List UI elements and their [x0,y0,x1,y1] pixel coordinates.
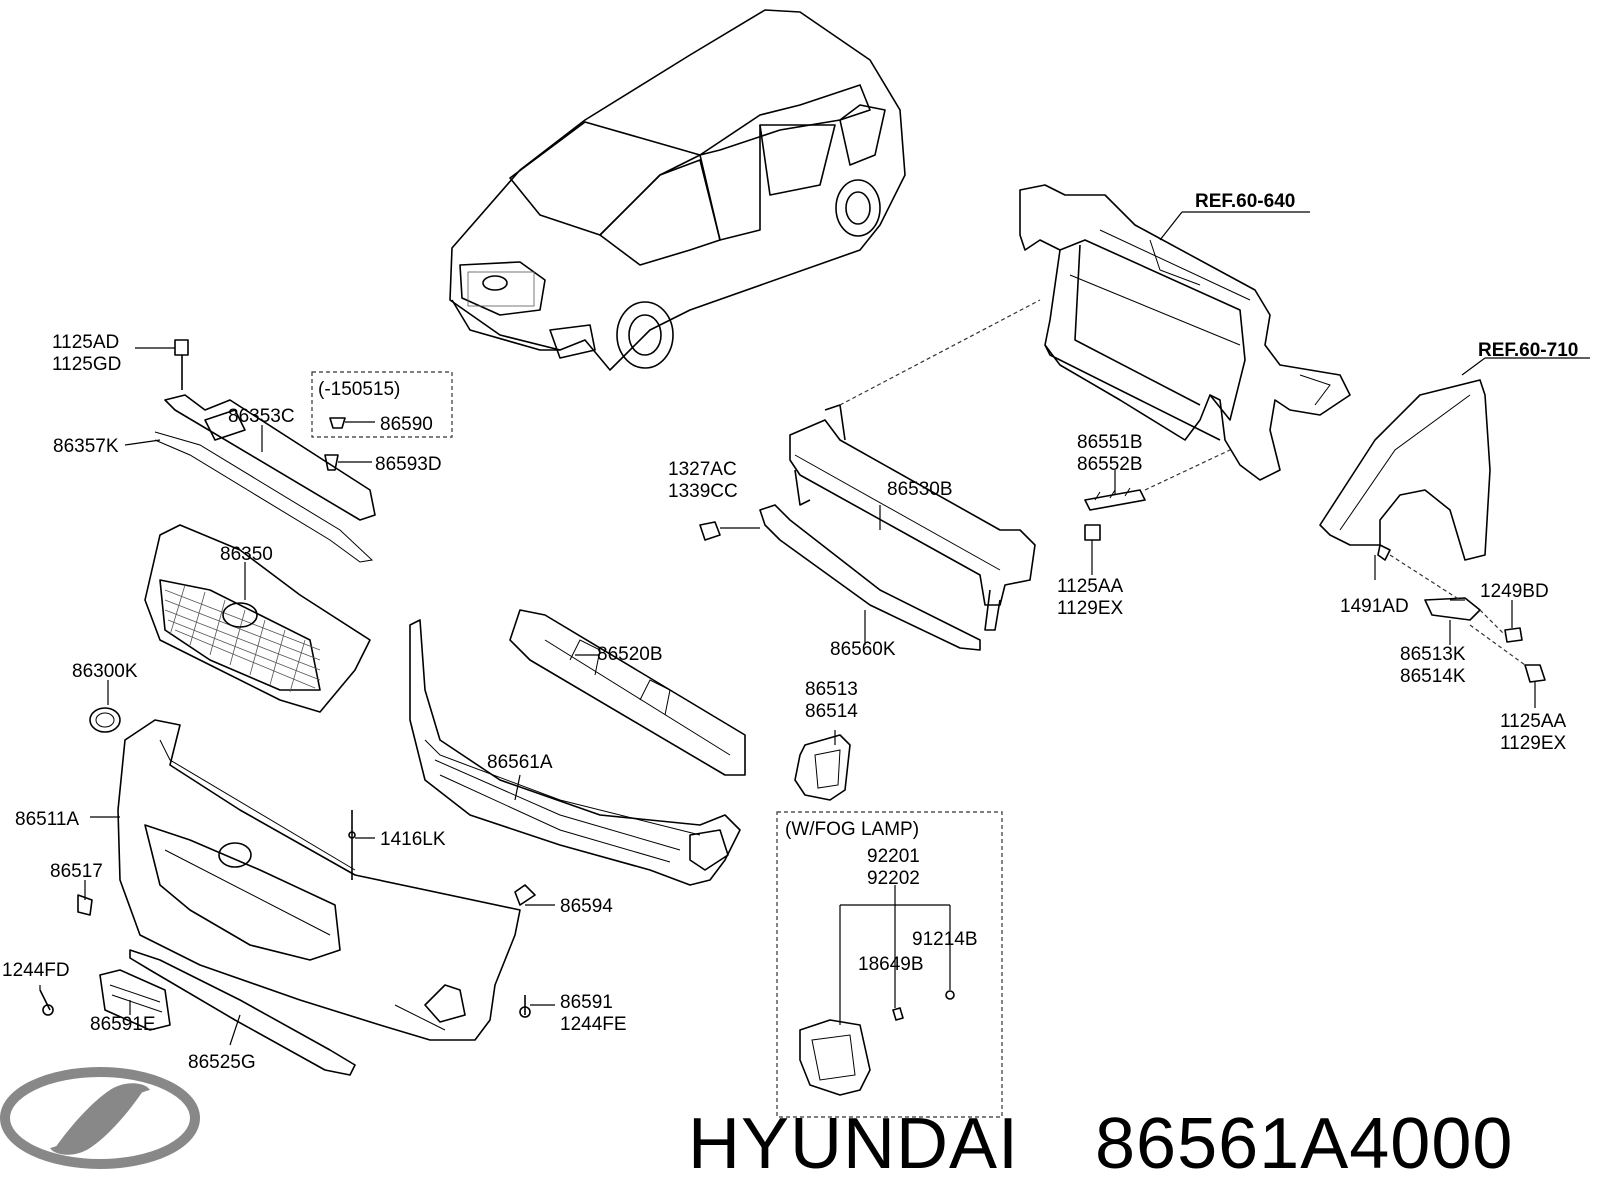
label-1129EX-lower: 1129EX [1500,733,1567,754]
label-1339CC: 1339CC [668,481,738,502]
label-86350: 86350 [220,544,273,565]
label-86513K: 86513K [1400,644,1466,665]
leader-lines [39,299,1536,1046]
fender [1319,357,1590,561]
label-1125AA-lower: 1125AA [1500,711,1567,732]
hyundai-logo-icon [0,1067,200,1169]
fog-lamp-box [776,811,1003,1118]
label-92201: 92201 [867,846,920,867]
label-1125AD: 1125AD [52,332,119,353]
label-86590: 86590 [380,414,433,435]
fender-bracket [1424,597,1481,621]
radiator-grille [144,524,371,713]
label-91214B: 91214B [912,929,978,950]
label-86561A: 86561A [487,752,553,773]
label-86530B: 86530B [887,479,953,500]
part-number: 86561A4000 [1095,1104,1513,1184]
label-1244FE: 1244FE [560,1014,627,1035]
label-1125GD: 1125GD [52,354,121,375]
label-86357K: 86357K [53,436,119,457]
fasteners [39,339,1546,1018]
radiator-support [1019,184,1351,481]
emblem [89,707,121,733]
label-86551B: 86551B [1077,432,1143,453]
bumper-cover [117,719,521,1041]
label-1249BD: 1249BD [1480,581,1549,602]
beam-strip [759,504,981,651]
bumper-beam [789,404,1036,631]
label-86520B: 86520B [597,644,663,665]
label-86525G: 86525G [188,1052,256,1073]
label-86300K: 86300K [72,661,138,682]
label-1244FD: 1244FD [2,960,70,981]
date-box [311,371,453,438]
label-86591: 86591 [560,992,613,1013]
grille-mesh [164,584,321,693]
license-bracket [99,969,171,1031]
label-fog-lamp-option: (W/FOG LAMP) [785,819,919,840]
label-1129EX-upper: 1129EX [1057,598,1124,619]
ref-label-60-640: REF.60-640 [1195,191,1295,212]
label-86594: 86594 [560,896,613,917]
fog-cover-bracket [794,734,851,801]
label-86353C: 86353C [228,406,295,427]
lower-grille [409,619,741,886]
label-1491AD: 1491AD [1340,596,1409,617]
label-86514: 86514 [805,701,858,722]
upper-grille-cover [154,394,376,563]
car-illustration [449,9,906,371]
label-86511A: 86511A [15,809,79,830]
part-labels: 1125AD 1125GD 86357K 86353C (-150515) 86… [2,191,1578,1073]
label-86552B: 86552B [1077,454,1143,475]
lower-strip [129,949,356,1076]
label-86593D: 86593D [375,454,442,475]
label-1416LK: 1416LK [380,829,446,850]
label-86517: 86517 [50,861,103,882]
label-92202: 92202 [867,868,920,889]
label-date-range: (-150515) [318,379,400,400]
ref-label-60-710: REF.60-710 [1478,340,1578,361]
side-bracket-upper [1084,487,1146,511]
energy-absorber [509,609,746,776]
label-86513: 86513 [805,679,858,700]
label-86514K: 86514K [1400,666,1466,687]
label-1125AA-upper: 1125AA [1057,576,1124,597]
brand-name: HYUNDAI [688,1104,1019,1184]
label-1327AC: 1327AC [668,459,737,480]
label-18649B: 18649B [858,954,924,975]
label-86591E: 86591E [90,1014,156,1035]
label-86560K: 86560K [830,639,896,660]
